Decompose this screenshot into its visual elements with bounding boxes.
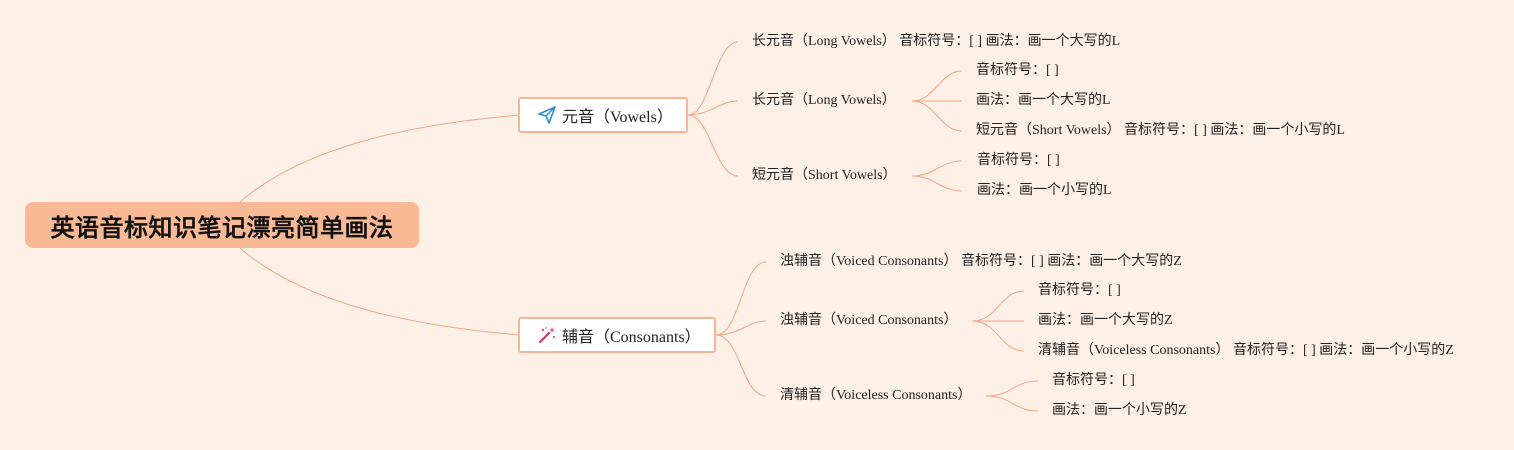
branch-vowels[interactable]: 元音（Vowels）: [518, 97, 688, 133]
leaf-voiced-drawing[interactable]: 画法：画一个大写的Z: [1038, 313, 1173, 328]
paper-plane-icon: [537, 105, 557, 125]
edge-cons-2: [715, 320, 767, 336]
leaf-short-vowels-summary[interactable]: 短元音（Short Vowels） 音标符号：[ ] 画法：画一个小写的L: [976, 123, 1345, 138]
edge-voiceless-2: [985, 395, 1039, 412]
leaf-voiced-summary[interactable]: 浊辅音（Voiced Consonants） 音标符号：[ ] 画法：画一个大写…: [780, 254, 1182, 269]
leaf-voiceless-consonants[interactable]: 清辅音（Voiceless Consonants）: [780, 388, 972, 403]
leaf-voiceless-summary[interactable]: 清辅音（Voiceless Consonants） 音标符号：[ ] 画法：画一…: [1038, 343, 1454, 358]
edge-root-consonants: [239, 247, 521, 336]
edge-voiceless-1: [985, 380, 1039, 397]
leaf-voiceless-symbol[interactable]: 音标符号：[ ]: [1052, 373, 1135, 388]
leaf-voiceless-drawing[interactable]: 画法：画一个小写的Z: [1052, 403, 1187, 418]
edge-long-3: [911, 100, 963, 132]
branch-consonants-label: 辅音（Consonants）: [562, 329, 701, 346]
edge-root-vowels: [239, 114, 521, 203]
edge-vowels-3: [687, 114, 739, 177]
edge-short-2: [911, 175, 963, 192]
leaf-short-symbol[interactable]: 音标符号：[ ]: [977, 153, 1060, 168]
edge-long-1: [911, 70, 963, 102]
edge-short-1: [911, 160, 963, 177]
leaf-voiced-symbol[interactable]: 音标符号：[ ]: [1038, 283, 1121, 298]
edge-voiced-3: [971, 320, 1025, 352]
leaf-long-symbol[interactable]: 音标符号：[ ]: [976, 63, 1059, 78]
edge-cons-1: [715, 261, 767, 336]
branch-vowels-label: 元音（Vowels）: [562, 109, 673, 126]
leaf-long-vowels-summary[interactable]: 长元音（Long Vowels） 音标符号：[ ] 画法：画一个大写的L: [752, 34, 1121, 49]
edge-vowels-2: [687, 100, 739, 116]
leaf-long-vowels[interactable]: 长元音（Long Vowels）: [752, 93, 896, 108]
leaf-voiced-consonants[interactable]: 浊辅音（Voiced Consonants）: [780, 313, 958, 328]
root-topic[interactable]: 英语音标知识笔记漂亮简单画法: [25, 202, 419, 248]
edge-voiced-1: [971, 290, 1025, 322]
branch-consonants[interactable]: 辅音（Consonants）: [518, 317, 716, 353]
edge-cons-3: [715, 334, 767, 397]
leaf-short-vowels[interactable]: 短元音（Short Vowels）: [752, 168, 897, 183]
edge-vowels-1: [687, 41, 739, 116]
magic-wand-icon: [537, 325, 557, 345]
leaf-short-drawing[interactable]: 画法：画一个小写的L: [977, 183, 1112, 198]
leaf-long-drawing[interactable]: 画法：画一个大写的L: [976, 93, 1111, 108]
root-topic-label: 英语音标知识笔记漂亮简单画法: [50, 213, 394, 242]
